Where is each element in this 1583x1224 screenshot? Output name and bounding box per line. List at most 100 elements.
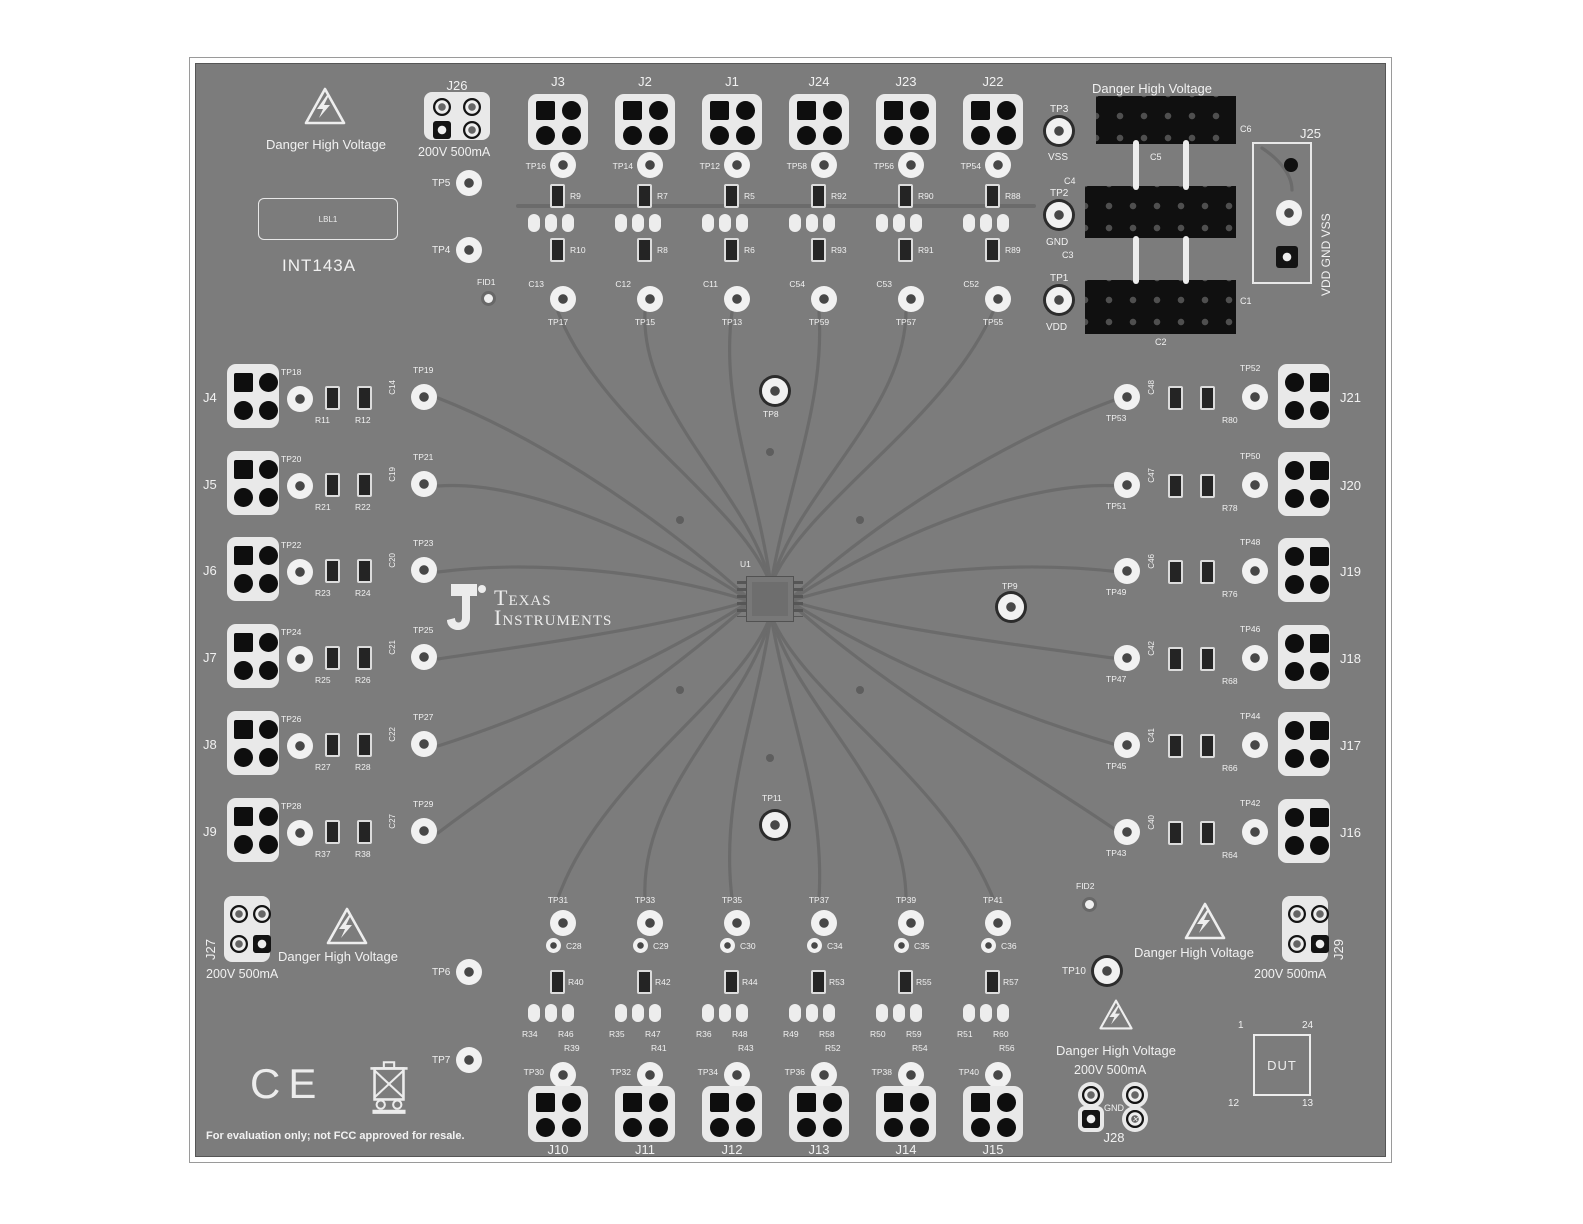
testpoint-label: TP12 (699, 161, 720, 171)
capacitor-label: C1 (1240, 296, 1252, 306)
capacitor-label: C41 (1147, 728, 1156, 743)
fiducial-label: FID1 (477, 277, 496, 287)
testpoint-label: TP8 (763, 409, 779, 419)
resistor-label: R64 (1222, 850, 1238, 860)
testpoint-pad (1242, 732, 1268, 758)
capacitor-bank (1096, 96, 1236, 144)
resistor-label: R35 (609, 1029, 625, 1039)
resistor (325, 559, 340, 583)
fiducial-mark (484, 294, 493, 303)
connector-pads (789, 1086, 849, 1142)
resistor-label: R34 (522, 1029, 538, 1039)
testpoint-pad (550, 910, 576, 936)
testpoint-label: TP7 (432, 1055, 451, 1066)
resistor (985, 238, 1000, 262)
testpoint-pad (1242, 645, 1268, 671)
testpoint-pad (811, 1062, 837, 1088)
testpoint-label: TP55 (982, 317, 1004, 327)
testpoint-label: TP44 (1240, 711, 1261, 721)
capacitor-pad (981, 938, 996, 953)
passive-pads (876, 214, 922, 232)
testpoint-label: TP51 (1106, 501, 1127, 511)
dut-pin-number: 12 (1228, 1098, 1240, 1109)
connector-group: TP53 C48 R80 TP52 J21 (1102, 358, 1364, 438)
connector-label: J13 (808, 1142, 830, 1157)
resistor (1168, 474, 1183, 498)
danger-text: Danger High Voltage (266, 137, 386, 152)
pin-pad (1284, 158, 1298, 172)
resistor (1168, 821, 1183, 845)
testpoint-label: TP6 (432, 967, 451, 978)
pin-pad (1276, 246, 1298, 268)
testpoint-label: TP52 (1240, 363, 1261, 373)
fiducial-label: FID2 (1076, 881, 1095, 891)
passive-pads (702, 214, 748, 232)
testpoint-pad (724, 286, 750, 312)
connector-label: J15 (982, 1142, 1004, 1157)
testpoint-label: TP42 (1240, 798, 1261, 808)
testpoint-pad (637, 910, 663, 936)
testpoint-pad (998, 594, 1024, 620)
resistor (357, 473, 372, 497)
connector-group: TP51 C47 R78 TP50 J20 (1102, 446, 1364, 526)
resistor-label: R55 (916, 977, 932, 987)
testpoint-pad (550, 152, 576, 178)
connector-label: J9 (203, 824, 217, 839)
danger-text: Danger High Voltage (278, 949, 398, 964)
testpoint-pad (1242, 558, 1268, 584)
testpoint-pad (1046, 202, 1072, 228)
logo-line2: Instruments (494, 605, 613, 631)
connector-label: J8 (203, 737, 217, 752)
resistor (898, 970, 913, 994)
resistor-label: R93 (831, 245, 847, 255)
capacitor-bank (1085, 186, 1236, 238)
resistor (811, 184, 826, 208)
capacitor-pad (894, 938, 909, 953)
connector-label: J21 (1340, 390, 1361, 405)
connector-label: J18 (1340, 651, 1361, 666)
capacitor-label: C2 (1155, 337, 1167, 347)
resistor-label: R11 (315, 415, 330, 425)
part-number: INT143A (282, 256, 357, 275)
resistor-label: R39 (564, 1043, 580, 1053)
label-placeholder: LBL1 (258, 198, 398, 240)
connector-pads (876, 94, 936, 150)
net-label: GND (1104, 1103, 1124, 1113)
connector-label: J12 (721, 1142, 743, 1157)
connector-label: J24 (808, 74, 830, 89)
capacitor (1133, 236, 1139, 284)
resistor-label: R50 (870, 1029, 886, 1039)
connector-pads (615, 94, 675, 150)
testpoint-label: TP43 (1106, 848, 1127, 858)
resistor (550, 970, 565, 994)
resistor-label: R24 (355, 588, 371, 598)
capacitor-label: C11 (703, 279, 718, 289)
capacitor-label: C4 (1064, 176, 1076, 186)
pin-pad (1082, 1086, 1100, 1104)
testpoint-pad (411, 644, 437, 670)
connector-label: J1 (725, 74, 739, 89)
testpoint-pad (287, 820, 313, 846)
connector-j25 (1252, 142, 1312, 284)
ti-logo-icon (447, 584, 486, 630)
capacitor-label: C28 (566, 941, 582, 951)
capacitor-bank (1085, 280, 1236, 334)
connector-pads (227, 451, 279, 515)
testpoint-label: TP26 (281, 714, 302, 724)
testpoint-label: TP18 (281, 367, 302, 377)
capacitor-label: C5 (1150, 152, 1162, 162)
testpoint-pad (456, 237, 482, 263)
resistor (724, 970, 739, 994)
testpoint-pad (1114, 645, 1140, 671)
capacitor-pad (633, 938, 648, 953)
resistor (550, 184, 565, 208)
resistor (811, 238, 826, 262)
capacitor-label: C48 (1147, 380, 1156, 395)
logo-line1: Texas (494, 585, 552, 610)
resistor (1168, 647, 1183, 671)
connector-label: J27 (203, 939, 218, 960)
resistor-label: R7 (657, 191, 668, 201)
testpoint-label: TP48 (1240, 537, 1261, 547)
